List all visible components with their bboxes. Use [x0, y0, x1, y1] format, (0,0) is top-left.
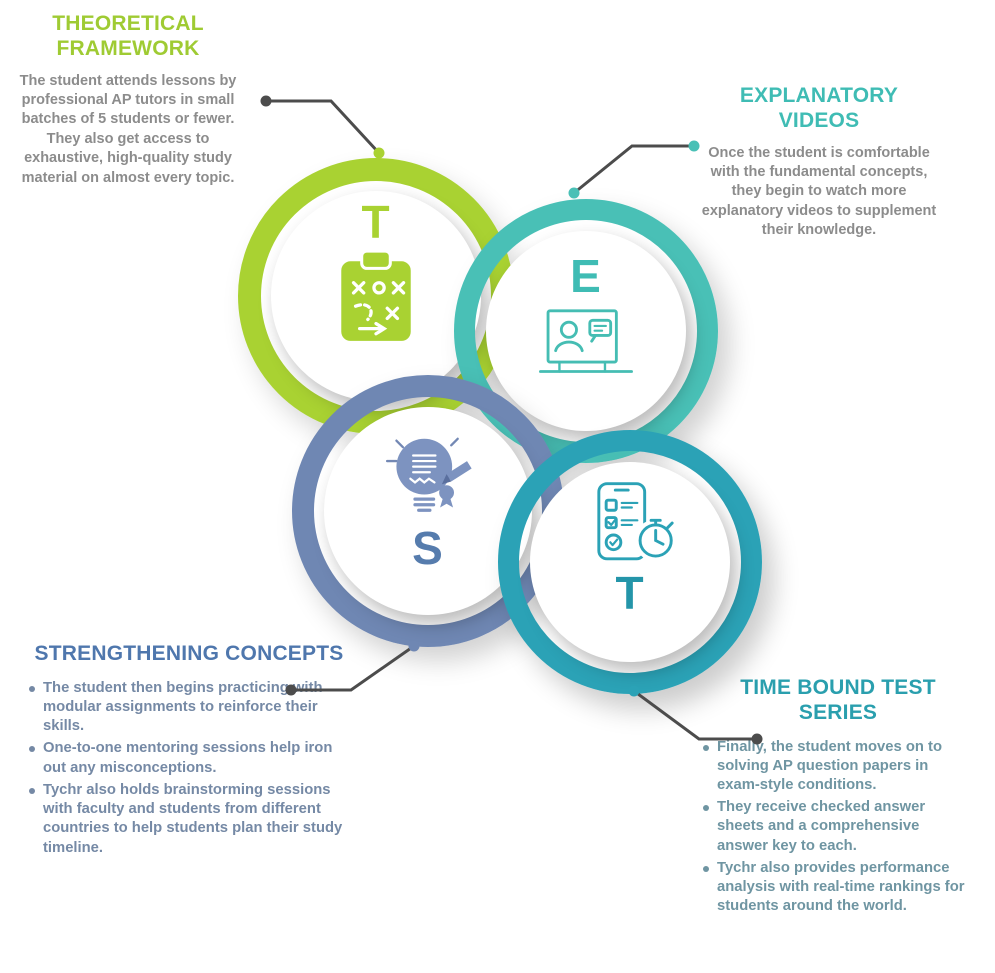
theoretical-description: The student attends lessons by professio…: [19, 72, 237, 186]
theoretical-title: THEORETICAL FRAMEWORK: [52, 12, 204, 60]
timebound-bullet-list: Finally, the student moves on to solving…: [702, 738, 974, 917]
bullet-item: The student then begins practicing with …: [28, 679, 350, 737]
connector-dot: [568, 187, 580, 199]
letter-theoretical: T: [361, 196, 391, 248]
explanatory-title: EXPLANATORY VIDEOS: [739, 84, 899, 132]
clipboard-strategy-icon: [337, 249, 415, 345]
strengthening-title: STRENGTHENING CONCEPTS: [34, 642, 344, 665]
timebound-text-block: TIME BOUND TEST SERIES Finally, the stud…: [702, 676, 974, 920]
idea-bulb-icon: [376, 429, 480, 521]
strengthening-text-block: STRENGTHENING CONCEPTS The student then …: [28, 642, 350, 861]
bullet-item: Tychr also provides performance analysis…: [702, 859, 974, 917]
theoretical-text-block: THEORETICAL FRAMEWORK The student attend…: [12, 12, 244, 188]
strengthening-circle: S: [324, 407, 532, 615]
letter-explanatory: E: [570, 250, 602, 302]
theoretical-circle: T: [271, 191, 481, 401]
connector-theoretical: [266, 99, 381, 155]
strengthening-bullet-list: The student then begins practicing with …: [28, 679, 350, 858]
bullet-item: Tychr also holds brainstorming sessions …: [28, 781, 350, 858]
bullet-item: One-to-one mentoring sessions help iron …: [28, 739, 350, 777]
explanatory-description: Once the student is comfortable with the…: [701, 144, 937, 239]
phone-checklist-timer-icon: [580, 480, 680, 568]
explanatory-circle: E: [486, 231, 686, 431]
bullet-item: Finally, the student moves on to solving…: [702, 738, 974, 796]
timebound-title: TIME BOUND TEST SERIES: [740, 676, 936, 724]
connector-explanatory: [573, 144, 694, 195]
letter-timebound: T: [615, 567, 645, 619]
connector-dot: [373, 147, 385, 159]
letter-strengthening: S: [412, 522, 444, 574]
video-tutorial-icon: [538, 307, 634, 381]
explanatory-text-block: EXPLANATORY VIDEOS Once the student is c…: [700, 84, 938, 241]
timebound-circle: T: [530, 462, 730, 662]
connector-dot: [260, 95, 272, 107]
connector-dot: [688, 140, 700, 152]
bullet-item: They receive checked answer sheets and a…: [702, 798, 974, 856]
